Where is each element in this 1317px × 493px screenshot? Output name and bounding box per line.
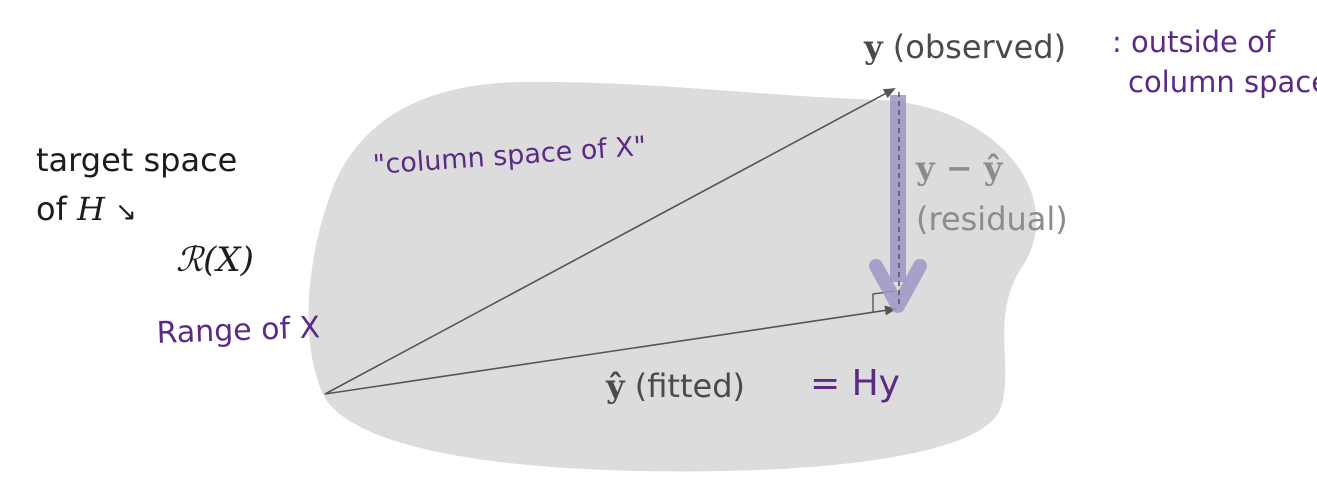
fitted-text: (fitted) [634, 367, 745, 405]
observed-symbol: y [864, 28, 883, 66]
target-space-of-h: of H ↘ [36, 190, 137, 228]
handwritten-outside-column-space: : outside of column space [1112, 22, 1317, 102]
target-space-label: target space [36, 138, 237, 182]
range-script-r: ℛ [176, 240, 204, 280]
observed-vector [324, 88, 896, 395]
fitted-label: ŷ (fitted) [606, 367, 745, 405]
fitted-vector [324, 305, 897, 395]
residual-text: (residual) [916, 200, 1068, 238]
range-paren-x: (X) [203, 240, 254, 280]
arrow-icon: ↘ [115, 197, 137, 227]
fitted-symbol: ŷ [606, 367, 625, 405]
handwritten-range-of-x: Range of X [156, 310, 321, 351]
target-space-text: target space [36, 141, 238, 179]
observed-text: (observed) [892, 28, 1067, 66]
target-space-h: H [77, 190, 105, 228]
observed-label: y (observed) [864, 28, 1066, 66]
handwritten-hy: = Hy [810, 363, 900, 404]
column-space-region [308, 81, 1037, 472]
residual-arrow [869, 95, 927, 313]
residual-symbol: y − ŷ [916, 149, 1003, 187]
range-label: ℛ(X) [176, 240, 254, 280]
handwritten-outside-line2: column space [1128, 65, 1317, 99]
handwritten-outside-line1: : outside of [1112, 25, 1276, 59]
target-space-of: of [36, 190, 67, 228]
